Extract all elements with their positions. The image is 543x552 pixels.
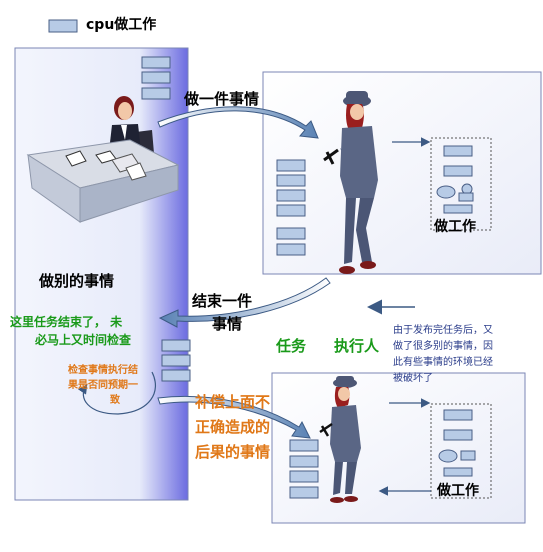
check-cycle-arrow	[78, 371, 157, 415]
task-ended-label-1: 这里任务结束了， 未	[10, 315, 123, 329]
cpu-stack-middle	[161, 339, 191, 382]
do-other-things-label: 做别的事情	[39, 272, 115, 290]
task-ended-label-2: 必马上又时间检查	[35, 333, 132, 347]
work-area-top	[430, 137, 492, 231]
compensate-label-3: 后果的事情	[195, 443, 271, 461]
work-area-bottom-shapes	[438, 409, 476, 477]
end-one-thing-label-2: 事情	[212, 315, 243, 333]
work-area-bottom	[430, 403, 492, 499]
executor-figure-top	[323, 91, 378, 274]
task-stack-bottom	[289, 439, 319, 499]
executor-label: 执行人	[334, 337, 380, 355]
check-result-label-3: 致	[110, 395, 120, 406]
do-one-thing-label: 做一件事情	[184, 90, 260, 108]
end-one-thing-label-1: 结束一件	[192, 292, 253, 310]
work-label-top: 做工作	[434, 219, 476, 235]
work-label-bottom: 做工作	[437, 483, 479, 499]
note-line-4: 被破坏了	[393, 373, 433, 384]
note-line-1: 由于发布完任务后，又	[393, 325, 493, 336]
cpu-stack-top	[141, 56, 171, 100]
dispatch-arrow	[157, 106, 319, 139]
work-area-top-shapes	[436, 145, 474, 214]
worker-box-top	[262, 71, 542, 275]
compensate-arrow	[157, 395, 311, 439]
task-stack-top	[276, 159, 306, 256]
compensate-label-1: 补偿上面不	[195, 393, 271, 411]
compensate-label-2: 正确造成的	[195, 418, 271, 436]
task-label: 任务	[276, 337, 307, 355]
note-line-2: 做了很多别的事情，因	[393, 341, 493, 352]
executor-figure-bottom	[319, 376, 361, 503]
note-line-3: 此有些事情的环境已经	[393, 357, 493, 368]
finish-arrow	[158, 277, 331, 328]
legend-block-icon	[48, 19, 78, 33]
check-result-label-2: 果是否同预期一	[68, 380, 138, 391]
office-worker-illustration	[26, 96, 180, 223]
check-result-label-1: 检查事情执行结	[68, 365, 138, 376]
legend-label: cpu做工作	[86, 17, 157, 33]
